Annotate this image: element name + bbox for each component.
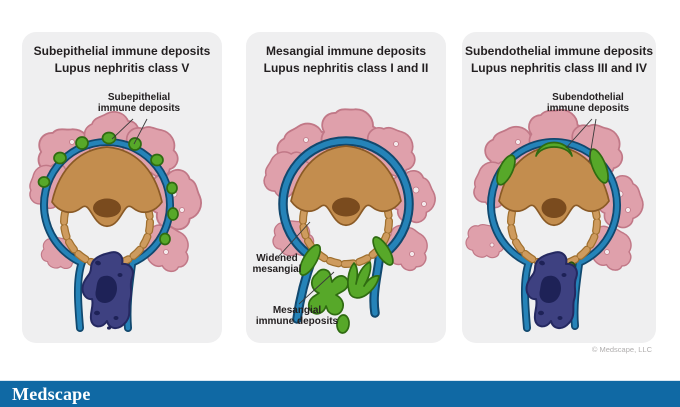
footer-bar: Medscape bbox=[0, 380, 680, 407]
panel-title: Subendothelial immune deposits Lupus nep… bbox=[462, 43, 656, 77]
capillary-loop bbox=[278, 136, 414, 324]
label-widened-mesangial: Widened mesangial bbox=[247, 253, 307, 275]
panel-mesangial: Mesangial immune deposits Lupus nephriti… bbox=[246, 32, 446, 343]
leader-lines bbox=[278, 221, 335, 305]
panel-title-line2: Lupus nephritis class I and II bbox=[263, 61, 429, 75]
panel-title: Mesangial immune deposits Lupus nephriti… bbox=[246, 43, 446, 77]
label-line: Subepithelial bbox=[107, 92, 171, 103]
panel-title-line2: Lupus nephritis class V bbox=[54, 61, 190, 75]
podocytes bbox=[254, 102, 442, 280]
label-subendothelial-deposits: Subendothelial immune deposits bbox=[528, 92, 648, 114]
mesangial-cell bbox=[81, 251, 134, 330]
mesangial-cell bbox=[525, 251, 578, 330]
label-line: mesangial bbox=[252, 264, 302, 275]
copyright: © Medscape, LLC bbox=[591, 345, 652, 354]
mesangial-deposits bbox=[298, 236, 394, 334]
endothelial-cell bbox=[290, 145, 402, 227]
label-line: Mesangial bbox=[272, 305, 322, 316]
endothelial-cell bbox=[498, 145, 610, 227]
panel-title-line1: Subepithelial immune deposits bbox=[33, 44, 211, 58]
label-subepithelial-deposits: Subepithelial immune deposits bbox=[79, 92, 199, 114]
panel-subepithelial: Subepithelial immune deposits Lupus neph… bbox=[22, 32, 222, 343]
panel-title-line1: Mesangial immune deposits bbox=[265, 44, 427, 58]
label-line: immune deposits bbox=[255, 316, 339, 327]
label-line: immune deposits bbox=[546, 103, 630, 114]
panel-subendothelial: Subendothelial immune deposits Lupus nep… bbox=[462, 32, 656, 343]
label-line: Widened bbox=[256, 253, 298, 264]
medscape-logo: Medscape bbox=[12, 384, 91, 404]
panel-title-line2: Lupus nephritis class III and IV bbox=[470, 61, 648, 75]
endothelial-cell bbox=[51, 146, 163, 228]
label-line: Subendothelial bbox=[552, 92, 624, 103]
label-line: immune deposits bbox=[97, 103, 181, 114]
leader-lines bbox=[565, 118, 597, 163]
glomerulus-illustration-class-i-ii bbox=[254, 102, 442, 334]
panel-title-line1: Subendothelial immune deposits bbox=[464, 44, 654, 58]
leader-lines bbox=[111, 118, 148, 145]
glomerulus-illustration-class-v bbox=[22, 105, 207, 332]
label-mesangial-deposits: Mesangial immune deposits bbox=[247, 305, 347, 327]
panel-title: Subepithelial immune deposits Lupus neph… bbox=[22, 43, 222, 77]
glomerulus-illustration-class-iii-iv bbox=[462, 106, 648, 332]
